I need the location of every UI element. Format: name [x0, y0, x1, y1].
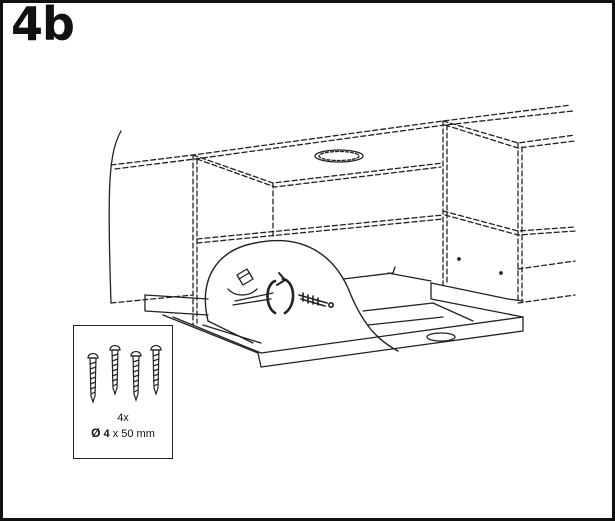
- cabinet-outline: [110, 104, 576, 326]
- screw-icon: [109, 344, 121, 396]
- rotate-clockwise-arrow-icon: [266, 272, 295, 315]
- hood-frame: [144, 266, 524, 368]
- top-hole: [314, 149, 364, 163]
- screw-icon: [87, 352, 99, 404]
- screw-diameter: 4: [103, 428, 110, 440]
- cabinet-assembly-illustration: [108, 104, 576, 368]
- screw-dimensions: Ø 4 x 50 mm: [74, 426, 172, 440]
- screw-icon: [298, 292, 334, 308]
- cabinet-left-edge: [108, 130, 122, 304]
- screw-quantity: 4x: [117, 412, 129, 424]
- screw-length: x 50 mm: [112, 428, 155, 440]
- screw-icon: [130, 350, 142, 402]
- magnified-detail: [204, 239, 399, 352]
- bottom-hole: [426, 332, 456, 342]
- screw-icon: [150, 344, 162, 396]
- screws-illustration: [87, 344, 162, 404]
- parts-callout: 4x Ø 4 x 50 mm: [73, 325, 173, 459]
- diameter-symbol: Ø: [91, 426, 101, 440]
- step-number: 4b: [11, 0, 75, 51]
